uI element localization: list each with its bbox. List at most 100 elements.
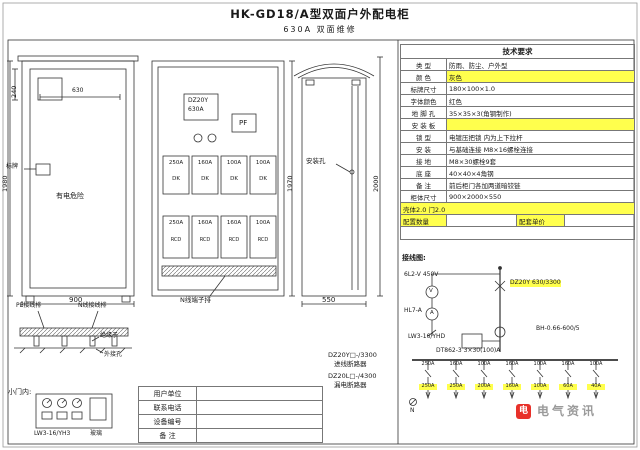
tech-label: 备 注 (400, 178, 447, 191)
neutral-label: N (410, 407, 415, 414)
rcd-tag: RCD (228, 237, 240, 243)
feeder-top-rating: 160A (561, 361, 575, 367)
tech-label: 地 脚 孔 (400, 106, 447, 119)
price-value (564, 214, 635, 227)
feeder-bottom-rating: 40A (587, 383, 605, 390)
dim-side-depth: 550 (322, 296, 336, 304)
feeder-bottom-rating: 160A (503, 383, 521, 390)
tech-empty-row (400, 226, 635, 240)
dk-tag: DK (259, 176, 267, 182)
rcd-rating: 160A (226, 220, 242, 226)
brand-icon: 电 (516, 404, 531, 419)
page-title: HK-GD18/A型双面户外配电柜 (230, 7, 410, 21)
leakage-breaker-model: DZ20L□-/4300 (328, 372, 377, 380)
tech-value (446, 118, 635, 131)
tech-value: 红色 (446, 94, 635, 107)
feeder-top-rating: 160A (505, 361, 519, 367)
info-row-value (196, 414, 323, 429)
danger-label: 有电危险 (56, 192, 84, 200)
tech-label: 锁 型 (400, 130, 447, 143)
rcd-tag: RCD (170, 237, 182, 243)
switch-label: LW3-16/YHD (408, 333, 446, 340)
tech-value: 防雨、防尘、户外型 (446, 58, 635, 71)
busbar-detail-drawing (14, 310, 132, 354)
tech-value: 35×35×3(角钢制作) (446, 106, 635, 119)
main-breaker-rating: 630A (188, 106, 204, 113)
info-table: 用户单位 联系电话 设备编号 备 注 (138, 386, 323, 443)
incoming-breaker-name: 进线断路器 (334, 360, 367, 368)
tech-label: 底 座 (400, 166, 447, 179)
watermark-text: 电气资讯 (537, 404, 598, 418)
feeder-top-rating: 250A (421, 361, 435, 367)
thickness-note: 壳体2.0 门2.0 (400, 202, 635, 215)
dim-front-height: 1980 (1, 175, 9, 192)
tech-value: 180×100×1.0 (446, 82, 635, 95)
tech-label: 安 装 (400, 142, 447, 155)
small-door-glass: 玻璃 (90, 430, 103, 437)
info-row-label: 备 注 (138, 428, 197, 443)
dim-internal-height: 1970 (286, 175, 294, 192)
tech-label: 字体颜色 (400, 94, 447, 107)
price-header: 配套单价 (516, 214, 565, 227)
pf-label: PF (239, 119, 248, 127)
dk-rating: 250A (168, 160, 184, 166)
tech-title: 技术要求 (400, 44, 635, 59)
small-door-title: 小门内: (8, 388, 32, 396)
small-door-drawing (35, 393, 113, 429)
tech-label: 标牌尺寸 (400, 82, 447, 95)
incoming-breaker-model: DZ20Y□-/3300 (328, 351, 377, 359)
cabinet-size-value: 900×2000×550 (446, 190, 635, 203)
rcd-tag: RCD (199, 237, 211, 243)
external-hole-label: 外接孔 (104, 351, 123, 358)
qty-value (446, 214, 517, 227)
tech-value: 灰色 (446, 70, 635, 83)
tech-value: 与基础连接 M8×16螺栓连接 (446, 142, 635, 155)
ammeter-label: HL7-A (404, 307, 422, 314)
dk-tag: DK (201, 176, 209, 182)
info-row-value (196, 386, 323, 401)
dim-side-height: 2000 (372, 175, 380, 192)
info-row-value (196, 428, 323, 443)
info-row-label: 联系电话 (138, 400, 197, 415)
dk-rating: 100A (226, 160, 242, 166)
internal-view-drawing (151, 60, 295, 297)
feeder-bottom-rating: 60A (559, 383, 577, 390)
feeder-top-rating: 100A (533, 361, 547, 367)
tech-value: M8×30螺栓9套 (446, 154, 635, 167)
dk-rating: 160A (197, 160, 213, 166)
n-terminal-bar-label: N线端子排 (180, 296, 211, 304)
tech-label: 颜 色 (400, 70, 447, 83)
side-view-drawing (293, 56, 383, 307)
nameplate-label: 标牌 (6, 163, 19, 170)
dim-front-width: 900 (69, 296, 83, 304)
feeder-top-rating: 100A (589, 361, 603, 367)
front-view-drawing (7, 55, 139, 307)
rcd-rating: 160A (197, 220, 213, 226)
feeder-bottom-rating: 100A (531, 383, 549, 390)
feeder-bottom-rating: 250A (447, 383, 465, 390)
main-breaker-model: DZ20Y (188, 97, 209, 104)
tech-label: 安 装 板 (400, 118, 447, 131)
wiring-main-breaker-label: DZ20Y 630/3300 (510, 279, 561, 287)
tech-value: 前后柜门各加两道暗铰链 (446, 178, 635, 191)
mounting-hole-label: 安装孔 (306, 157, 326, 165)
info-row-label: 设备编号 (138, 414, 197, 429)
insulator-label: 绝缘子 (100, 332, 119, 339)
wiring-title: 接线图: (402, 254, 426, 262)
dk-rating: 100A (255, 160, 271, 166)
feeder-bottom-rating: 200A (475, 383, 493, 390)
ct-label: BH-0.66-600/5 (536, 325, 580, 332)
cabinet-size-label: 柜体尺寸 (400, 190, 447, 203)
voltmeter-rating: 450V (422, 271, 439, 278)
voltmeter-label: 6L2-V 450V (404, 271, 439, 279)
tech-value: 电镀压把锁 内为上下拉杆 (446, 130, 635, 143)
wiring-diagram-drawing (409, 266, 618, 406)
dk-tag: DK (172, 176, 180, 182)
pe-bar-label: PE接线排 (16, 302, 42, 309)
voltmeter-letter: V (429, 288, 433, 294)
info-row-value (196, 400, 323, 415)
